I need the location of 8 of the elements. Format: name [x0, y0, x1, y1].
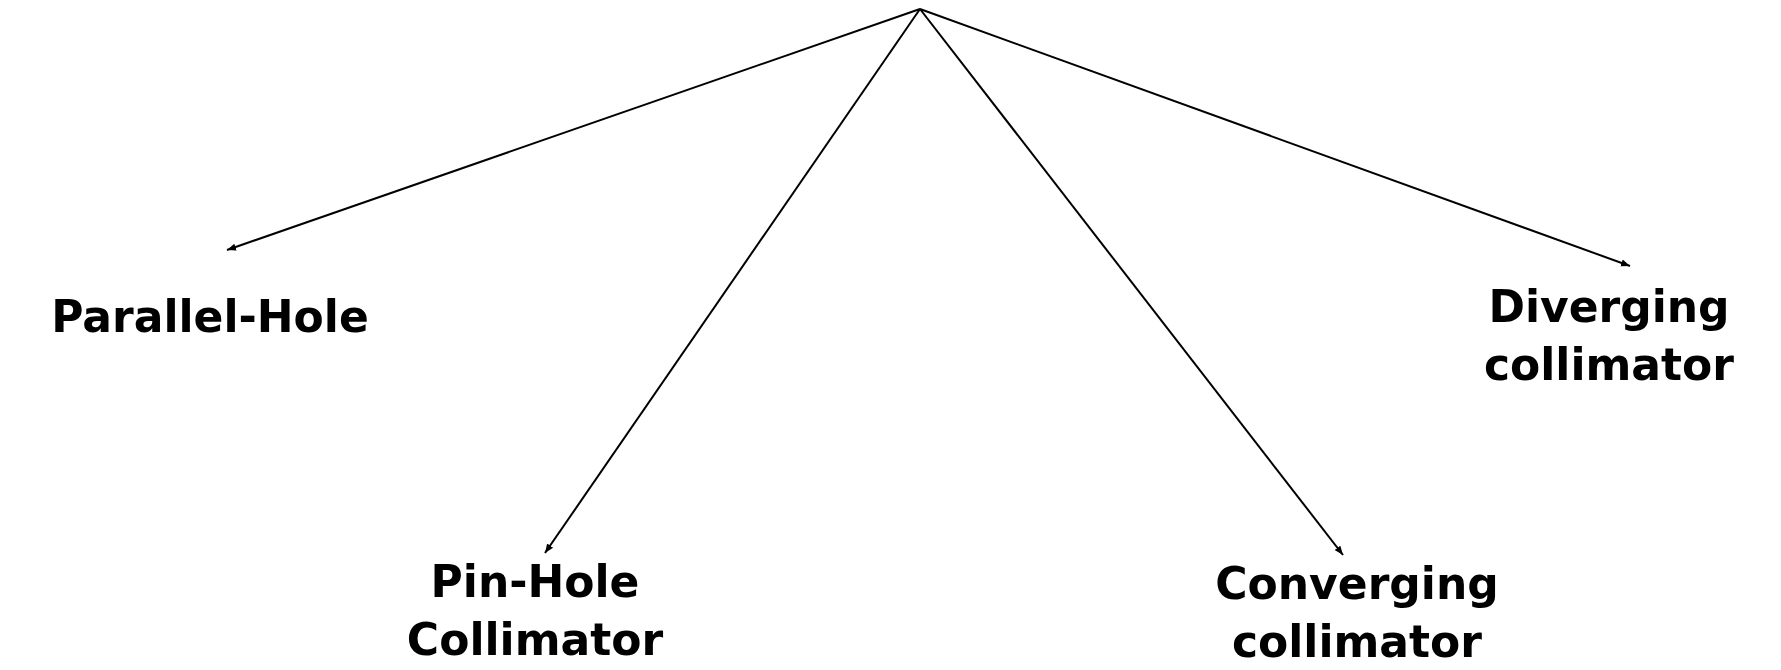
node-label: Diverging collimator [1482, 280, 1736, 392]
node-label: Converging collimator [1214, 557, 1500, 669]
node-label: Parallel-Hole [50, 290, 370, 344]
node-label: Pin-Hole Collimator [405, 555, 665, 667]
arrow [226, 8, 921, 251]
arrow [544, 8, 921, 554]
arrow [919, 8, 1631, 267]
arrow [919, 8, 1344, 556]
